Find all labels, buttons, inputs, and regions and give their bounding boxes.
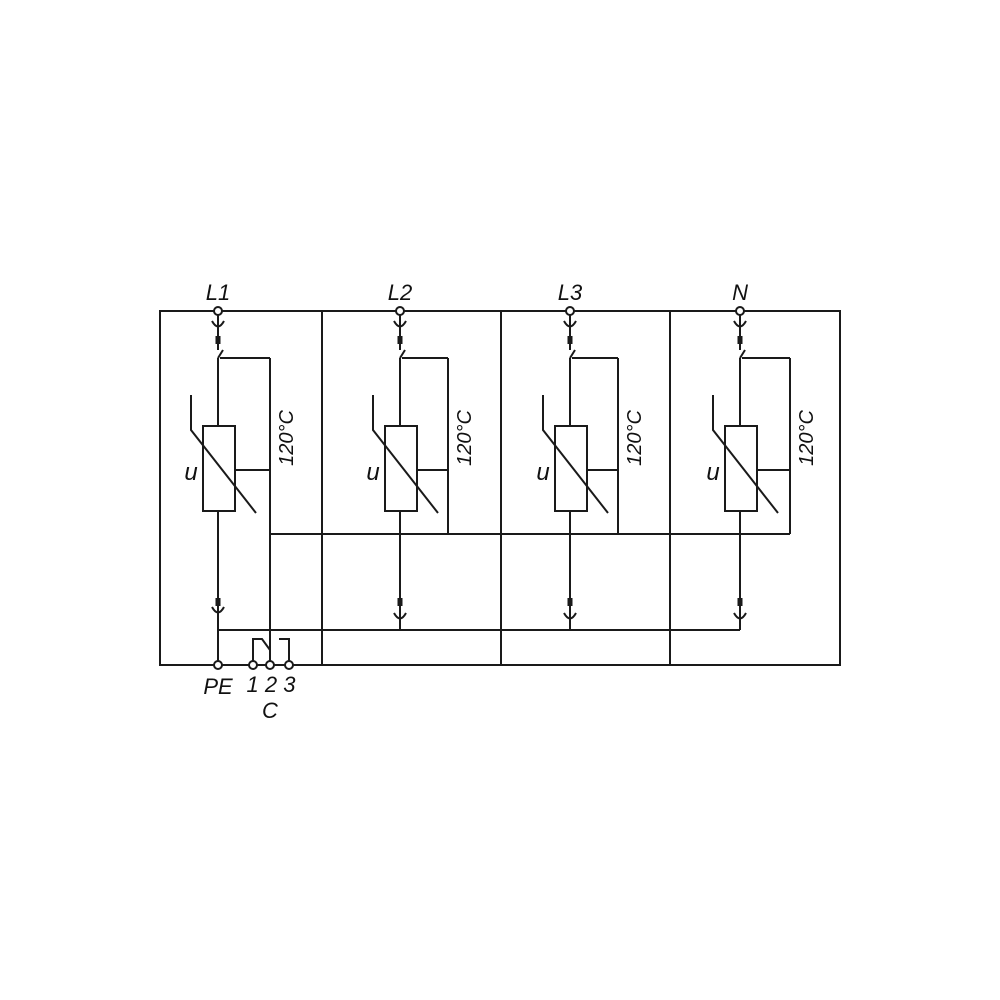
thermal-label-n: 120°C xyxy=(796,410,818,466)
remote-contact xyxy=(248,638,294,670)
enclosure xyxy=(159,310,841,666)
terminal-c3[interactable] xyxy=(284,660,294,670)
contact-numbers-label: 1 2 3 xyxy=(247,672,297,697)
varistor-l2 xyxy=(384,425,418,512)
varistor-symbol-l2: u xyxy=(366,459,379,486)
terminal-l3[interactable] xyxy=(565,306,575,316)
varistor-symbol-n: u xyxy=(706,459,719,486)
contact-group-label: C xyxy=(262,698,278,723)
varistor-symbol-l3: u xyxy=(536,459,549,486)
terminal-label-l3: L3 xyxy=(558,280,583,305)
thermal-label-l1: 120°C xyxy=(276,410,298,466)
terminal-label-l2: L2 xyxy=(388,280,412,305)
terminal-label-l1: L1 xyxy=(206,280,230,305)
thermal-label-l2: 120°C xyxy=(454,410,476,466)
module-l1: L1 u 120°C xyxy=(184,280,298,665)
module-l3: L3 u 120°C xyxy=(536,280,646,630)
varistor-symbol-l1: u xyxy=(184,459,197,486)
terminal-pe[interactable] xyxy=(213,660,223,670)
terminal-c1[interactable] xyxy=(248,660,258,670)
varistor-n xyxy=(724,425,758,512)
varistor-l1 xyxy=(202,425,236,512)
pe-label: PE xyxy=(203,674,233,699)
terminal-label-n: N xyxy=(732,280,748,305)
terminal-l2[interactable] xyxy=(395,306,405,316)
module-n: N u 120°C xyxy=(706,280,818,630)
terminal-l1[interactable] xyxy=(213,306,223,316)
terminal-n[interactable] xyxy=(735,306,745,316)
varistor-l3 xyxy=(554,425,588,512)
buses xyxy=(217,533,790,665)
terminal-c2[interactable] xyxy=(265,660,275,670)
thermal-label-l3: 120°C xyxy=(624,410,646,466)
module-l2: L2 u 120°C xyxy=(366,280,476,630)
